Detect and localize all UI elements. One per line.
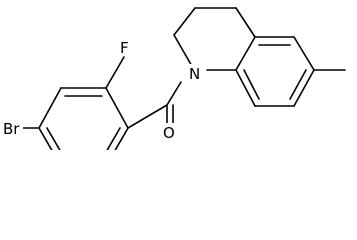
ch2-ch2-bond-1 — [173, 7, 196, 36]
ring-a-double-bond-3 — [46, 127, 61, 150]
oxygen-label: O — [163, 124, 175, 142]
ring-b-bond-2 — [293, 36, 315, 71]
ring-a-bond-4 — [114, 127, 129, 150]
carbonyl-nitrogen-bond — [166, 81, 182, 106]
ring-a-double-bond-2 — [106, 127, 121, 150]
chemical-structure: Br F N O — [1, 7, 346, 150]
nitrogen-atom: N — [187, 64, 202, 83]
ring-b-double-bond-3 — [243, 69, 260, 100]
n-ch2-bond — [173, 34, 194, 69]
bromine-label: Br — [3, 120, 20, 138]
bromofluorophenyl-ring — [38, 87, 129, 150]
quinoline-benzo-ring — [235, 36, 315, 107]
carbonyl-group — [127, 81, 182, 129]
carbon-fluorine-bond — [105, 56, 125, 89]
bromine-atom: Br — [1, 120, 23, 138]
nitrogen-label-background — [187, 64, 202, 82]
ring-a-bond-6 — [38, 127, 53, 150]
bromine-label-background — [1, 120, 23, 137]
oxygen-label-background — [161, 123, 177, 141]
ring-b-bond-5 — [235, 69, 256, 107]
fluorine-label: F — [120, 39, 129, 57]
fluorine-atom: F — [118, 39, 131, 57]
nitrogen-label: N — [189, 65, 200, 83]
ring-b-double-bond-2 — [289, 69, 307, 100]
oxygen-atom: O — [161, 123, 177, 142]
ring-a-bond-3 — [105, 87, 129, 129]
fluorine-label-background — [118, 39, 131, 56]
ring-fusion-bond — [235, 36, 256, 71]
tetrahydro-ring — [173, 7, 256, 71]
structure-canvas: Br F N O — [1, 7, 346, 150]
ch2-aromatic-bond — [235, 7, 256, 38]
ring-a-bond-1 — [38, 87, 62, 129]
ring-b-bond-3 — [293, 69, 315, 107]
aryl-carbonyl-bond — [127, 104, 168, 129]
